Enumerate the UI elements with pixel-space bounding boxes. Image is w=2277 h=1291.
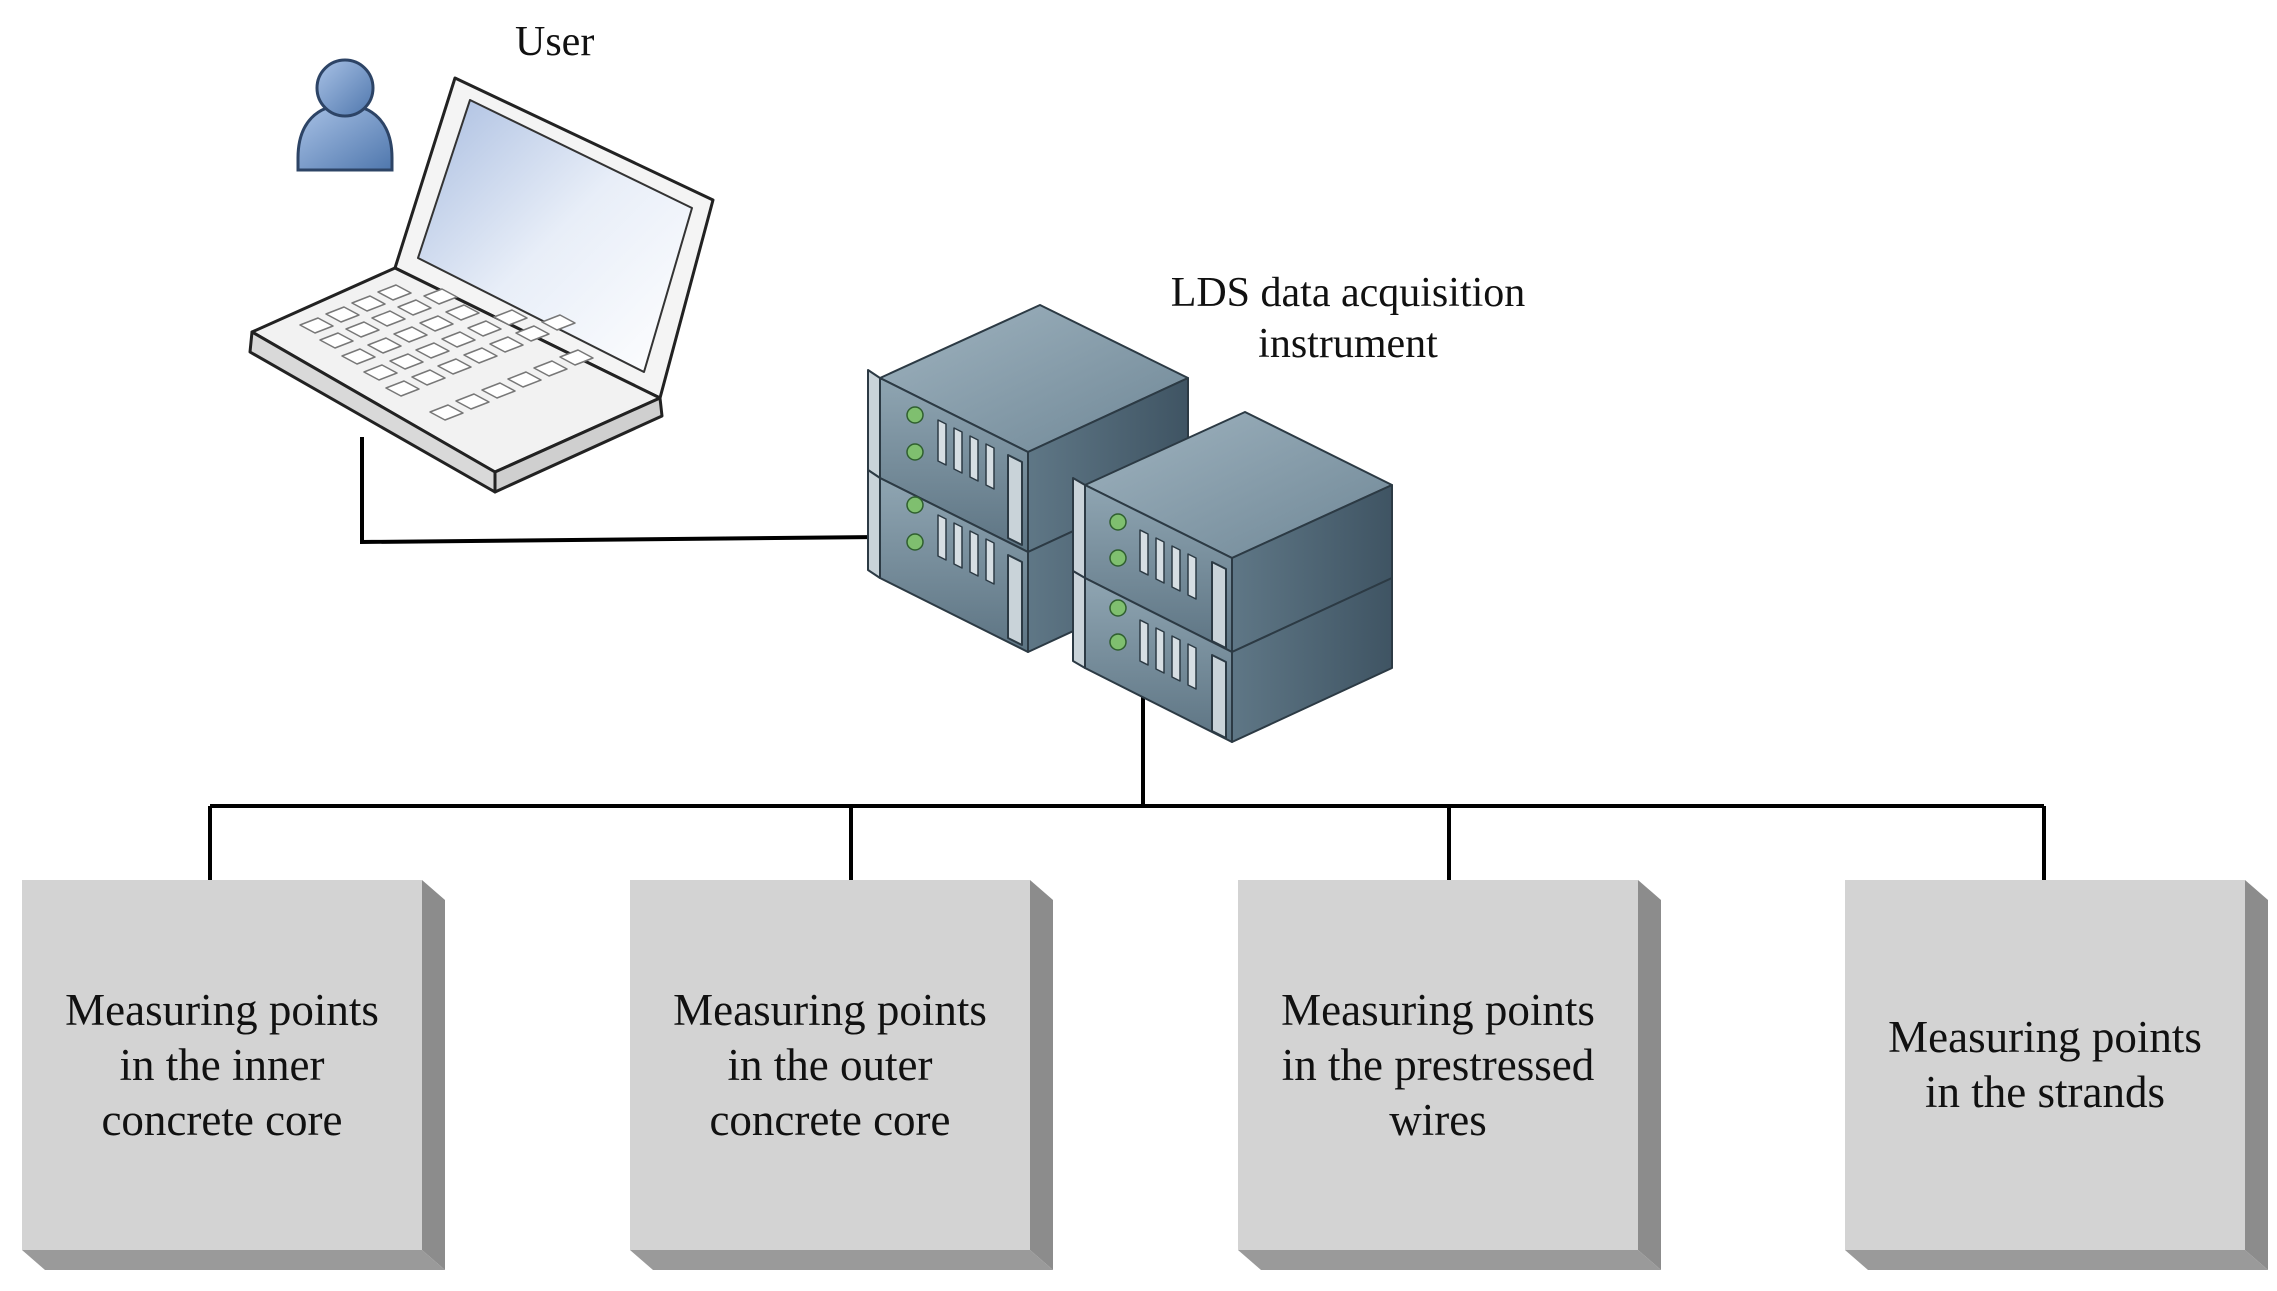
measuring-points-strands-label: Measuring points in the strands [1888,1012,2202,1117]
laptop-keyboard [299,284,594,421]
user-icon [296,58,394,172]
server-handles [867,369,1227,739]
measuring-points-inner-core-label: Measuring points in the inner concrete c… [65,984,379,1145]
measuring-box-1 [22,880,445,1270]
instrument-label: LDS data acquisition instrument [1170,270,1526,367]
measuring-points-prestressed-wires-label: Measuring points in the prestressed wire… [1281,984,1595,1145]
laptop-icon [248,76,715,494]
lds-instrument-icon [867,304,1393,743]
user-label: User [515,19,595,65]
measuring-box-4 [1845,880,2268,1270]
measuring-points-outer-core-label: Measuring points in the outer concrete c… [673,984,987,1145]
connector-lines [208,437,2046,880]
server-leds [906,406,1127,651]
server-drive-bays [937,419,1197,690]
measuring-box-2 [630,880,1053,1270]
laptop-to-instrument-line [360,437,881,545]
measuring-box-3 [1238,880,1661,1270]
